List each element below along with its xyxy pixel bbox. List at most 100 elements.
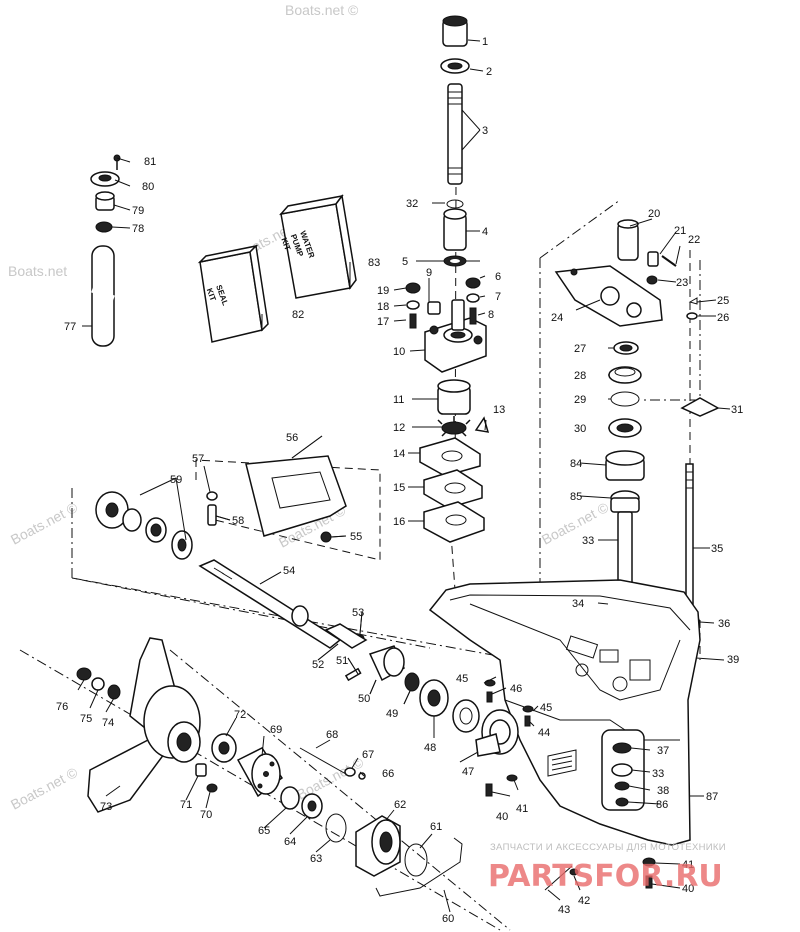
washer-41 [506, 774, 518, 782]
screw-46 [486, 691, 493, 703]
partsfor-branding: ЗАПЧАСТИ И АКСЕССУАРЫ ДЛЯ МОТОТЕХНИКИ PA… [488, 842, 726, 894]
washer-42 [569, 868, 579, 876]
callout-79: 79 [132, 205, 144, 217]
callout-13: 13 [493, 404, 505, 416]
o-ring-63 [325, 813, 347, 843]
spring-52 [324, 623, 368, 649]
callout-33: 33 [582, 535, 594, 547]
callout-22: 22 [688, 234, 700, 246]
ring-49 [404, 672, 420, 692]
water-pump-kit-label: KIT [279, 236, 292, 251]
callout-14: 14 [393, 448, 405, 460]
plate-15 [423, 469, 483, 509]
callout-45b: 45 [540, 702, 552, 714]
callout-59: 59 [170, 474, 182, 486]
washer-75 [91, 677, 105, 691]
gasket-14 [419, 437, 481, 477]
callout-83: 83 [368, 257, 380, 269]
callout-7: 7 [495, 291, 501, 303]
propeller-shaft-group [95, 455, 519, 757]
callout-69: 69 [270, 724, 282, 736]
callout-84: 84 [570, 458, 582, 470]
callout-81: 81 [144, 156, 156, 168]
callout-44: 44 [538, 727, 550, 739]
callout-41: 41 [516, 803, 528, 815]
callout-52: 52 [312, 659, 324, 671]
callout-43: 43 [558, 904, 570, 916]
callout-77: 77 [64, 321, 76, 333]
callout-23: 23 [676, 277, 688, 289]
o-ring-29 [610, 391, 640, 407]
callout-54: 54 [283, 565, 295, 577]
screw-45 [484, 679, 496, 687]
washer-38 [614, 781, 630, 791]
bearing-cup-28 [608, 366, 642, 384]
tube-assembly-77-81 [90, 154, 121, 347]
bushing-20 [617, 223, 639, 261]
gearcase-housing-87 [428, 579, 701, 846]
callout-48: 48 [424, 742, 436, 754]
callout-70: 70 [200, 809, 212, 821]
callout-42: 42 [578, 895, 590, 907]
washer-7 [466, 293, 480, 303]
callout-41b: 41 [682, 859, 694, 871]
callout-65: 65 [258, 825, 270, 837]
callout-5: 5 [402, 256, 408, 268]
nut-66 [358, 772, 366, 780]
callout-47: 47 [462, 766, 474, 778]
brand-tagline: ЗАПЧАСТИ И АКСЕССУАРЫ ДЛЯ МОТОТЕХНИКИ [490, 842, 726, 853]
callout-36: 36 [718, 618, 730, 630]
stud-17 [409, 313, 417, 329]
callout-61: 61 [430, 821, 442, 833]
callout-78: 78 [132, 223, 144, 235]
washer-57 [206, 491, 218, 501]
callout-49: 49 [386, 708, 398, 720]
pin-22 [661, 255, 677, 267]
watermark: Boats.net © [8, 499, 81, 548]
callout-58: 58 [232, 515, 244, 527]
callout-50: 50 [358, 693, 370, 705]
callout-18: 18 [377, 301, 389, 313]
shim-37 [612, 742, 632, 754]
callout-21: 21 [674, 225, 686, 237]
callout-73: 73 [100, 801, 112, 813]
callout-45: 45 [456, 673, 468, 685]
washer-70 [206, 783, 218, 793]
brand-logo-text: PARTSFOR.RU [488, 859, 723, 894]
callout-12: 12 [393, 422, 405, 434]
nut-76 [76, 667, 92, 681]
callout-82: 82 [292, 309, 304, 321]
callout-30: 30 [574, 423, 586, 435]
leader-lines [77, 39, 731, 913]
driveshaft-3 [447, 83, 463, 185]
callout-40: 40 [496, 811, 508, 823]
seal-kit-label: KIT [205, 287, 218, 302]
callout-35: 35 [711, 543, 723, 555]
callout-28: 28 [574, 370, 586, 382]
callout-6: 6 [495, 271, 501, 283]
callout-8: 8 [488, 309, 494, 321]
nut-19 [405, 282, 421, 294]
callout-60: 60 [442, 913, 454, 925]
driveshaft-stack [405, 15, 490, 543]
callout-51: 51 [336, 655, 348, 667]
washer-41b [642, 857, 656, 867]
gasket-16 [423, 501, 485, 543]
callout-63: 63 [310, 853, 322, 865]
nut-86 [615, 797, 629, 807]
callout-34: 34 [572, 598, 584, 610]
callout-32: 32 [406, 198, 418, 210]
callout-76: 76 [56, 701, 68, 713]
callout-64: 64 [284, 836, 296, 848]
washer-26 [686, 312, 698, 320]
watermark: Boats.net © [8, 764, 81, 813]
callout-37: 37 [657, 745, 669, 757]
callout-9: 9 [426, 267, 432, 279]
callout-20: 20 [648, 208, 660, 220]
callout-10: 10 [393, 346, 405, 358]
callout-68: 68 [326, 729, 338, 741]
callout-46: 46 [510, 683, 522, 695]
screw-25 [688, 297, 698, 305]
